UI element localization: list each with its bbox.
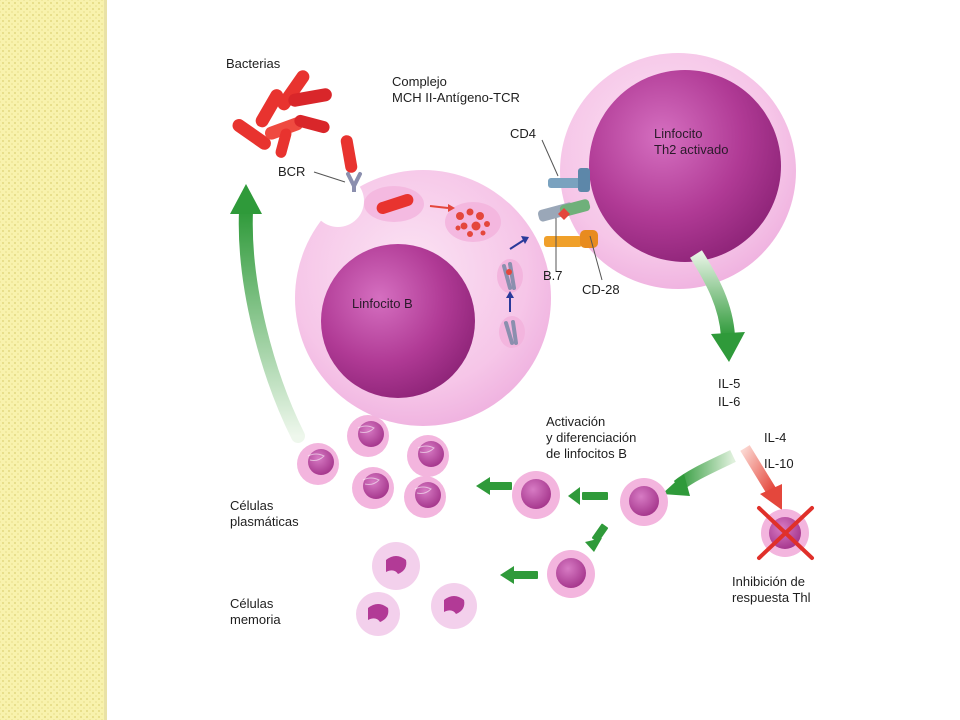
bacteria-cluster [232,70,358,173]
bacterium [255,89,284,128]
plasma-cells [297,415,449,518]
label-activacion-1: Activación [546,414,606,429]
label-memoria-1: Células [230,596,274,611]
label-complejo-1: Complejo [392,74,447,89]
label-plasmaticas-1: Células [230,498,274,513]
immune-synapse-molecules [537,139,603,281]
label-bacterias: Bacterias [226,56,281,71]
label-complejo-2: MCH II-Antígeno-TCR [392,90,520,105]
green-arrow-th2-to-il [690,250,745,362]
label-bcr: BCR [278,164,306,179]
label-cd4: CD4 [510,126,537,141]
linfocito-b-cell [295,170,551,426]
label-il6: IL-6 [718,394,741,409]
label-il5: IL-5 [718,376,741,391]
cd28-molecule [580,230,598,248]
differentiating-b-cells [512,471,668,598]
diagram-canvas [230,53,814,636]
label-inhibicion-1: Inhibición de [732,574,805,589]
memory-cells [356,542,477,636]
label-inhibicion-2: respuesta Thl [732,590,811,605]
linfocito-th2-cell [560,53,796,289]
bacterium [294,114,330,134]
bacterium [264,117,304,140]
bacterium [232,119,271,150]
label-b7: B.7 [543,268,563,283]
bcr-receptor [313,171,362,192]
bacterium [277,70,310,111]
label-activacion-2: y diferenciación [546,430,637,445]
inhibited-th1-cell [757,506,814,560]
immune-response-diagram: Bacterias Complejo MCH II-Antígeno-TCR C… [208,36,828,652]
label-activacion-3: de linfocitos B [546,446,627,461]
label-plasmaticas-2: plasmáticas [230,514,299,529]
bacterium [288,88,332,107]
label-cd28: CD-28 [582,282,620,297]
small-green-arrows [476,477,609,584]
label-linfocito-th2-1: Linfocito [654,126,703,141]
b7-molecule [544,236,582,247]
bacterium [340,135,358,173]
bacterium [275,128,292,158]
decorative-side-strip [0,0,107,720]
label-memoria-2: memoria [230,612,281,627]
green-arrow-to-bacteria [230,184,305,443]
label-linfocito-th2-2: Th2 activado [654,142,729,157]
label-il10: IL-10 [764,456,794,471]
label-il4: IL-4 [764,430,787,445]
label-linfocito-b: Linfocito B [352,296,413,311]
red-arrow-to-inhibition [740,445,782,510]
green-arrow-il-to-cell [662,450,736,496]
